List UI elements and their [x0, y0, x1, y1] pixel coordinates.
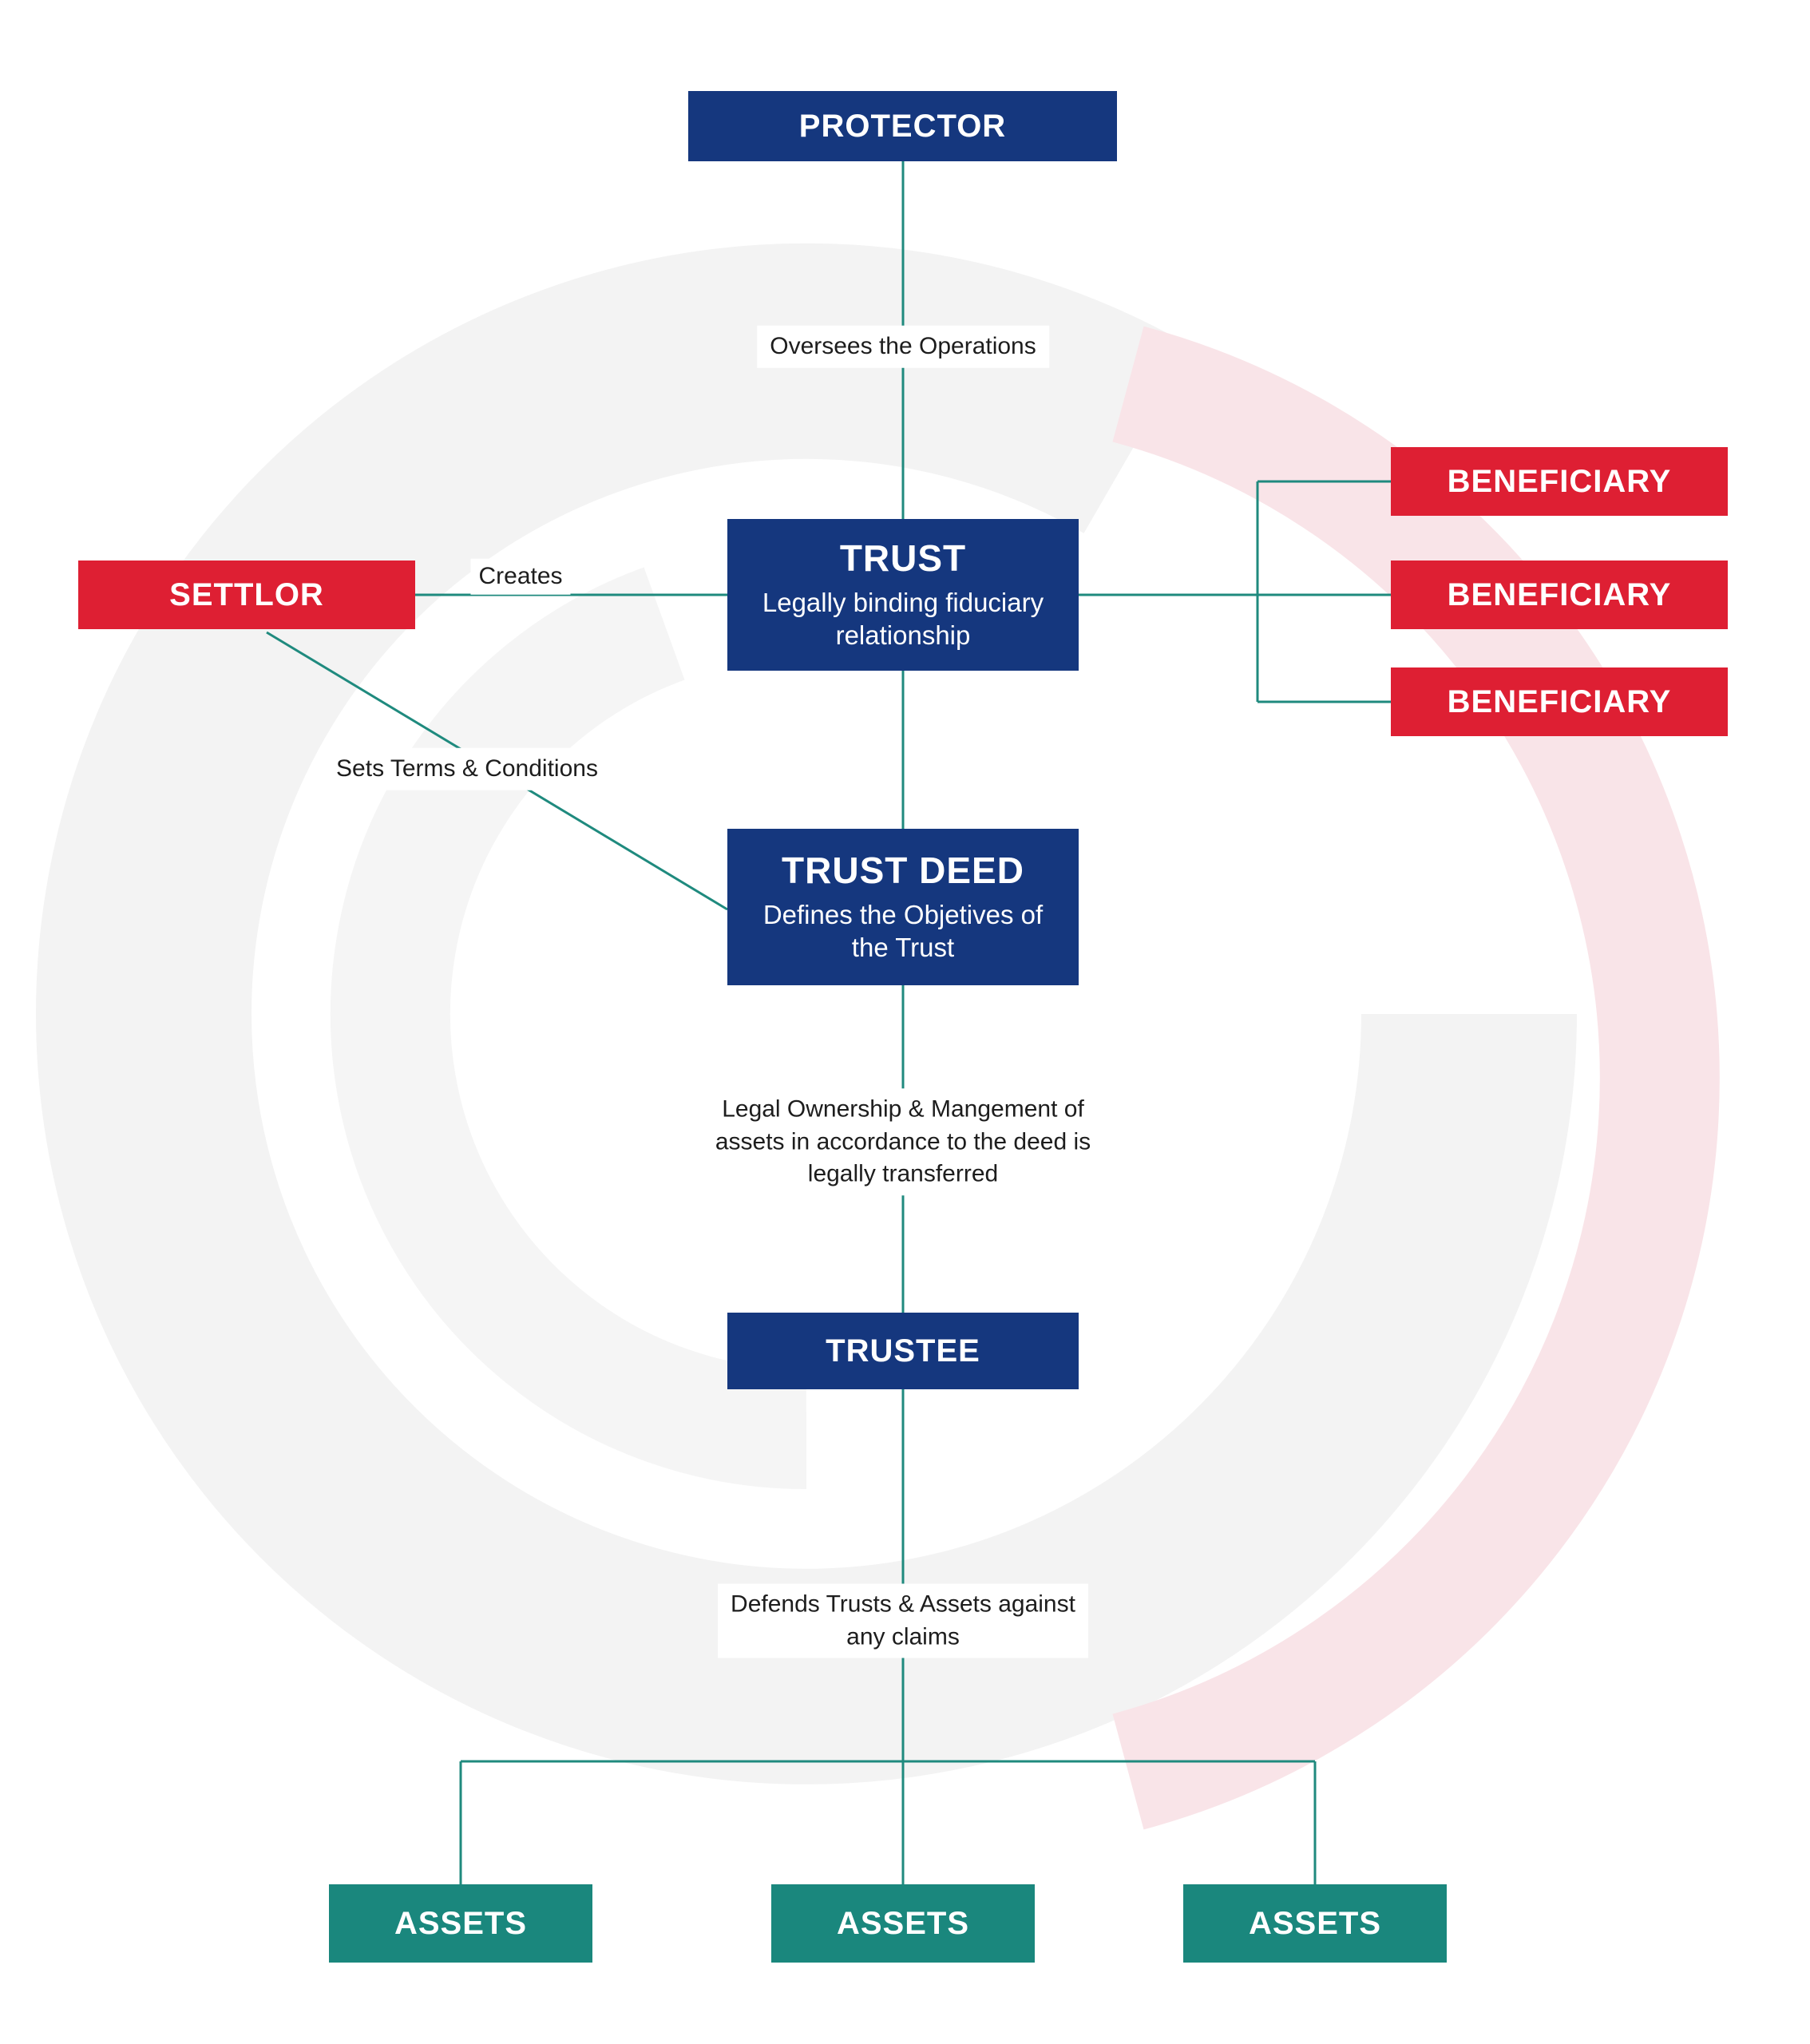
trust-sublabel: Legally binding fiduciary relationship — [762, 588, 1044, 651]
assets-label-2: ASSETS — [836, 1906, 970, 1941]
protector-node: PROTECTOR — [688, 91, 1117, 161]
beneficiary-node-3: BENEFICIARY — [1391, 667, 1728, 736]
edge-label-sets-terms: Sets Terms & Conditions — [323, 747, 611, 790]
trust-deed-node: TRUST DEED Defines the Objetives of the … — [727, 829, 1079, 985]
edge-label-defends: Defends Trusts & Assets against any clai… — [718, 1583, 1088, 1658]
assets-node-2: ASSETS — [771, 1884, 1035, 1963]
protector-label: PROTECTOR — [798, 109, 1007, 144]
beneficiary-label-3: BENEFICIARY — [1447, 684, 1672, 719]
assets-node-3: ASSETS — [1183, 1884, 1447, 1963]
assets-label-1: ASSETS — [394, 1906, 528, 1941]
trustee-label: TRUSTEE — [826, 1333, 980, 1369]
trustee-node: TRUSTEE — [727, 1313, 1079, 1389]
edge-label-oversees: Oversees the Operations — [757, 325, 1049, 368]
beneficiary-label-1: BENEFICIARY — [1447, 464, 1672, 499]
settlor-node: SETTLOR — [78, 561, 415, 629]
trust-node: TRUST Legally binding fiduciary relation… — [727, 519, 1079, 671]
edge-label-legal-ownership: Legal Ownership & Mangement of assets in… — [702, 1088, 1104, 1195]
edge-label-creates: Creates — [470, 558, 571, 595]
assets-label-3: ASSETS — [1248, 1906, 1382, 1941]
settlor-label: SETTLOR — [169, 577, 324, 612]
trust-deed-sublabel: Defines the Objetives of the Trust — [762, 900, 1044, 963]
beneficiary-node-2: BENEFICIARY — [1391, 561, 1728, 629]
trust-deed-label: TRUST DEED — [782, 850, 1024, 892]
trust-label: TRUST — [839, 537, 967, 580]
beneficiary-label-2: BENEFICIARY — [1447, 577, 1672, 612]
beneficiary-node-1: BENEFICIARY — [1391, 447, 1728, 516]
assets-node-1: ASSETS — [329, 1884, 592, 1963]
